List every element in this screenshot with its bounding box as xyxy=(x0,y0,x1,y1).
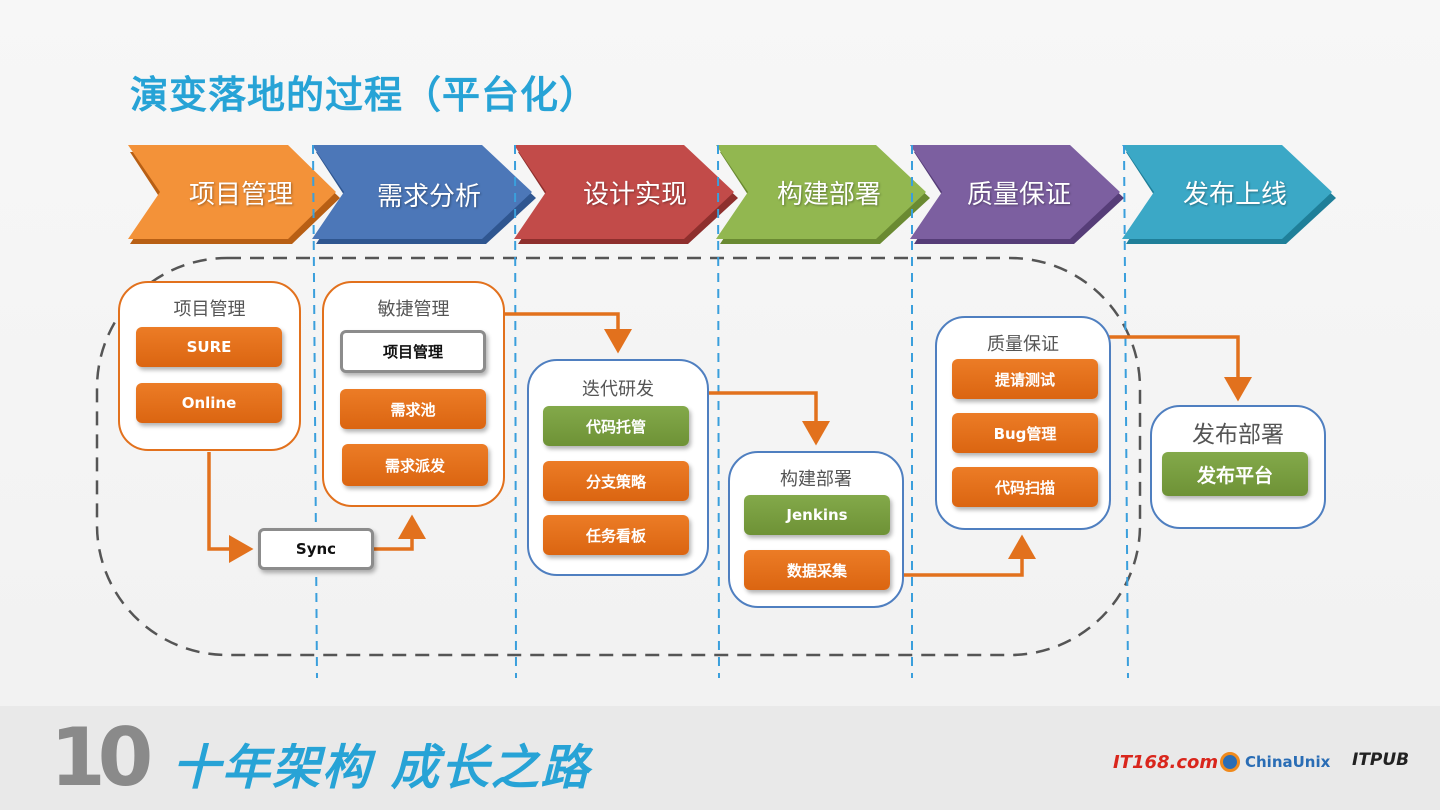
data-collection-button[interactable]: 数据采集 xyxy=(744,550,890,590)
sure-button[interactable]: SURE xyxy=(136,327,282,367)
chevron-6 xyxy=(1122,145,1332,239)
online-button[interactable]: Online xyxy=(136,383,282,423)
itpub-logo[interactable]: ITPUB xyxy=(1352,750,1409,770)
requirement-dispatch-button[interactable]: 需求派发 xyxy=(342,444,488,486)
flow-arrows xyxy=(207,312,1252,577)
bug-management-button[interactable]: Bug管理 xyxy=(952,413,1098,453)
chevron-5 xyxy=(910,145,1120,239)
footer-slogan: 十年架构 成长之路 xyxy=(172,740,591,796)
page-title: 演变落地的过程（平台化） xyxy=(130,73,599,117)
group-title: 构建部署 xyxy=(780,469,852,490)
anniversary-number: 10 xyxy=(50,711,153,804)
stage-label-5: 质量保证 xyxy=(966,180,1071,210)
dashed-container xyxy=(95,256,1142,657)
it168-logo-text: IT168.com xyxy=(1113,752,1219,773)
group-title: 迭代研发 xyxy=(582,379,654,400)
chinaunix-logo[interactable]: ChinaUnix xyxy=(1220,752,1330,772)
stage-separators xyxy=(312,144,1129,679)
footer-bar xyxy=(0,706,1440,810)
it168-logo[interactable]: IT168.com xyxy=(1113,752,1218,773)
stage-label-3: 设计实现 xyxy=(582,180,687,210)
process-diagram-canvas xyxy=(95,144,1336,679)
code-scan-button[interactable]: 代码扫描 xyxy=(952,467,1098,507)
stage-label-6: 发布上线 xyxy=(1182,180,1287,210)
stage-label-2: 需求分析 xyxy=(376,182,481,212)
chevron-2 xyxy=(312,145,532,239)
chinaunix-logo-text: ChinaUnix xyxy=(1245,753,1331,771)
stage-label-4: 构建部署 xyxy=(776,180,881,210)
chevron-4 xyxy=(716,145,926,239)
chevron-1 xyxy=(128,145,336,239)
branch-strategy-button[interactable]: 分支策略 xyxy=(543,461,689,501)
chinaunix-icon xyxy=(1220,752,1240,772)
project-management-button[interactable]: 项目管理 xyxy=(340,330,486,373)
group-title: 发布部署 xyxy=(1192,422,1284,448)
group-title: 质量保证 xyxy=(987,334,1059,355)
requirement-pool-button[interactable]: 需求池 xyxy=(340,389,486,429)
sync-button[interactable]: Sync xyxy=(258,528,374,570)
task-board-button[interactable]: 任务看板 xyxy=(543,515,689,555)
stage-label-1: 项目管理 xyxy=(188,180,293,210)
group-title: 项目管理 xyxy=(173,299,246,320)
release-platform-button[interactable]: 发布平台 xyxy=(1162,452,1308,496)
submit-test-button[interactable]: 提请测试 xyxy=(952,359,1098,399)
jenkins-button[interactable]: Jenkins xyxy=(744,495,890,535)
stage-chevrons xyxy=(128,145,1336,244)
chevron-3 xyxy=(514,145,734,239)
group-title: 敏捷管理 xyxy=(377,299,450,320)
itpub-logo-text: ITPUB xyxy=(1352,750,1410,770)
code-hosting-button[interactable]: 代码托管 xyxy=(543,406,689,446)
